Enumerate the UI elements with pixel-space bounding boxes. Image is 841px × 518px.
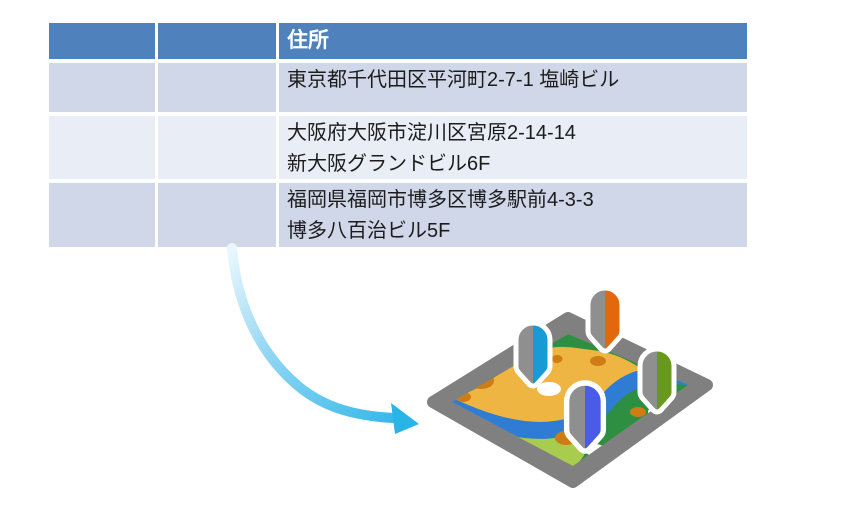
address-line: 大阪府大阪市淀川区宮原2-14-14	[287, 122, 576, 144]
row-cell-empty-2	[158, 116, 276, 179]
curved-arrow-icon	[227, 243, 419, 434]
table-row: 東京都千代田区平河町2-7-1 塩崎ビル	[49, 63, 747, 112]
address-table: 住所 東京都千代田区平河町2-7-1 塩崎ビル 大阪府大阪市淀川区宮原2-14-…	[49, 23, 747, 247]
address-column-label: 住所	[287, 29, 329, 52]
address-line: 福岡県福岡市博多区博多駅前4-3-3	[287, 189, 594, 211]
address-line: 新大阪グランドビル6F	[287, 153, 491, 175]
row-cell-empty-2	[158, 183, 276, 247]
table-row: 福岡県福岡市博多区博多駅前4-3-3 博多八百治ビル5F	[49, 183, 747, 247]
address-line: 博多八百治ビル5F	[287, 220, 451, 242]
header-cell-empty-1	[49, 23, 155, 59]
header-cell-address: 住所	[279, 23, 747, 59]
map-pin-olive-icon	[637, 346, 677, 415]
map-pin-orange-icon	[585, 285, 625, 354]
header-cell-empty-2	[158, 23, 276, 59]
table-header-row: 住所	[49, 23, 747, 59]
map-illustration	[227, 243, 713, 488]
isometric-map-icon	[427, 285, 713, 488]
row-cell-address: 大阪府大阪市淀川区宮原2-14-14 新大阪グランドビル6F	[279, 116, 747, 179]
row-cell-empty-1	[49, 116, 155, 179]
map-pin-indigo-icon	[563, 380, 607, 454]
table-row: 大阪府大阪市淀川区宮原2-14-14 新大阪グランドビル6F	[49, 116, 747, 179]
row-cell-empty-1	[49, 63, 155, 112]
address-line: 東京都千代田区平河町2-7-1 塩崎ビル	[287, 69, 620, 91]
row-cell-empty-1	[49, 183, 155, 247]
row-cell-address: 東京都千代田区平河町2-7-1 塩崎ビル	[279, 63, 747, 112]
map-pin-cyan-icon	[513, 320, 553, 389]
row-cell-address: 福岡県福岡市博多区博多駅前4-3-3 博多八百治ビル5F	[279, 183, 747, 247]
row-cell-empty-2	[158, 63, 276, 112]
